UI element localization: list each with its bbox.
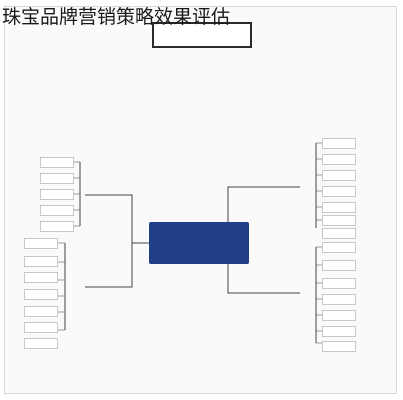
leaf-node (24, 289, 58, 300)
leaf-node (322, 170, 356, 181)
leaf-node (24, 238, 58, 249)
leaf-node (40, 189, 74, 200)
leaf-node (40, 205, 74, 216)
leaf-node (322, 278, 356, 289)
leaf-node (40, 157, 74, 168)
leaf-node (322, 341, 356, 352)
leaf-node (24, 338, 58, 349)
leaf-node (24, 272, 58, 283)
leaf-node (322, 310, 356, 321)
twig (72, 161, 80, 227)
leaf-node (322, 154, 356, 165)
leaf-node (322, 294, 356, 305)
center-node (149, 222, 249, 264)
leaf-node (24, 322, 58, 333)
leaf-node (322, 242, 356, 253)
leaf-node (40, 221, 74, 232)
leaf-node (322, 202, 356, 213)
twig (316, 246, 322, 344)
leaf-node (24, 256, 58, 267)
page-title: 珠宝品牌营销策略效果评估 (2, 6, 231, 28)
leaf-node (322, 215, 356, 226)
connector-center-left (85, 194, 149, 244)
connector-center-left-lower (85, 243, 133, 288)
leaf-node (322, 228, 356, 239)
twig (58, 242, 65, 331)
leaf-node (322, 186, 356, 197)
leaf-node (322, 138, 356, 149)
brand-logo (152, 22, 252, 48)
leaf-node (322, 326, 356, 337)
twig (316, 142, 322, 221)
leaf-node (40, 173, 74, 184)
leaf-node (24, 306, 58, 317)
leaf-node (322, 260, 356, 271)
